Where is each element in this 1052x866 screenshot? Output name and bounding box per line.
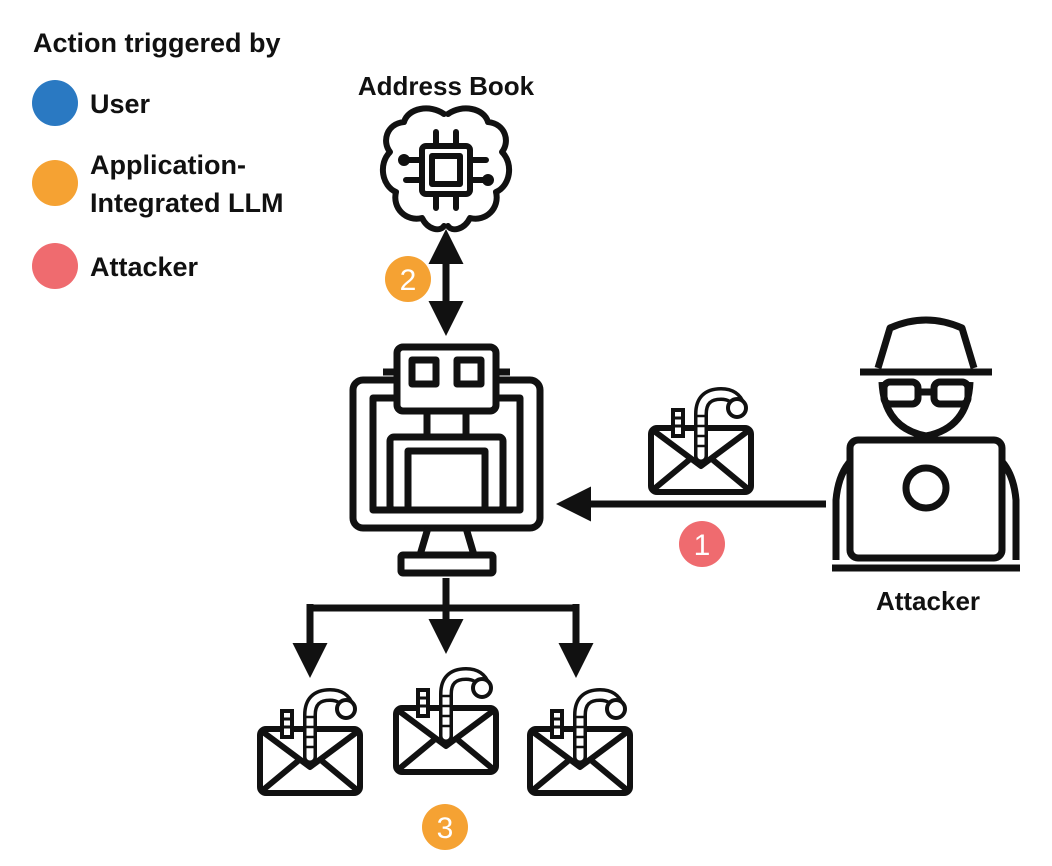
legend-label-attacker: Attacker	[90, 252, 199, 282]
legend-label-user: User	[90, 89, 151, 119]
hacker-laptop-icon	[832, 316, 1020, 572]
step-badge-2	[385, 256, 431, 302]
worm-email-outgoing-icon	[260, 695, 360, 793]
address-book-label: Address Book	[358, 71, 535, 101]
step-badge-1-number: 1	[694, 529, 711, 562]
attacker-label: Attacker	[876, 586, 980, 616]
step-badge-3-number: 3	[437, 812, 454, 845]
distribution-arrows	[292, 578, 594, 678]
worm-email-outgoing-icon	[530, 695, 630, 793]
step-badge-1	[679, 521, 725, 567]
legend-title: Action triggered by	[33, 28, 281, 58]
legend-dot-user	[32, 80, 78, 126]
legend-label-llm-line2: Integrated LLM	[90, 188, 284, 218]
step-badge-2-number: 2	[400, 264, 417, 297]
robot-monitor-icon	[349, 343, 544, 577]
legend-dot-attacker	[32, 243, 78, 289]
legend-label-llm-line1: Application-	[90, 150, 246, 180]
legend: Action triggered by User Application- In…	[32, 28, 284, 289]
step-badge-3	[422, 804, 468, 850]
worm-email-incoming-icon	[651, 394, 751, 492]
brain-chip-icon	[379, 105, 513, 233]
legend-dot-llm	[32, 160, 78, 206]
worm-email-outgoing-icon	[396, 674, 496, 772]
